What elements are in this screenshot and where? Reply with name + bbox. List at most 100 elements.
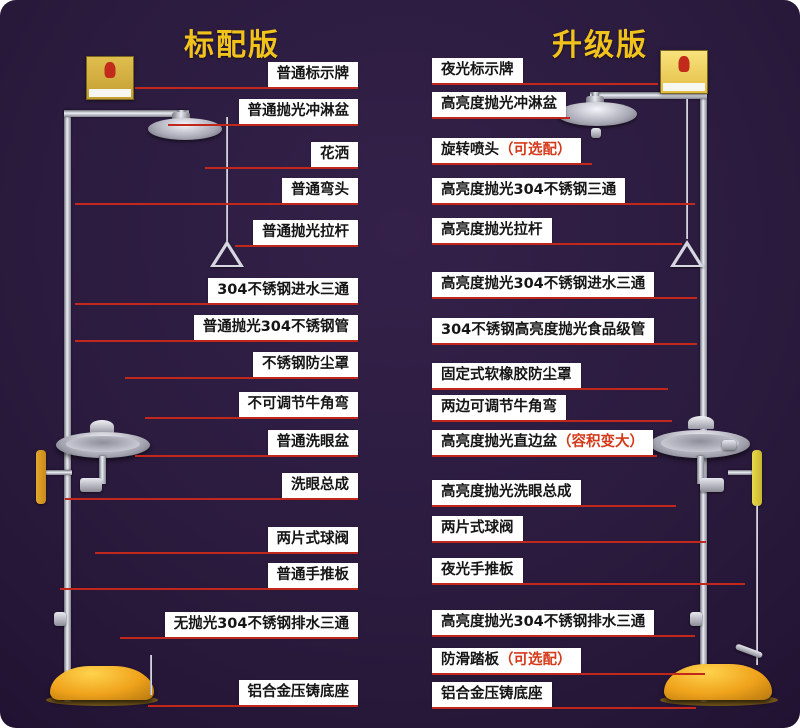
drain-tee bbox=[54, 612, 66, 626]
pedal-linkage-rod bbox=[756, 505, 758, 665]
support-pole bbox=[64, 110, 71, 702]
part-label: 高亮度抛光冲淋盆 bbox=[432, 92, 566, 117]
leader-line bbox=[432, 388, 668, 390]
part-label: 普通抛光拉杆 bbox=[253, 220, 358, 245]
pull-handle-triangle bbox=[210, 240, 244, 267]
part-label: 高亮度抛光304不锈钢三通 bbox=[432, 178, 626, 203]
leader-line bbox=[95, 552, 358, 554]
sign-board bbox=[86, 56, 134, 100]
leader-line bbox=[432, 420, 672, 422]
leader-line bbox=[432, 707, 696, 709]
push-paddle bbox=[36, 450, 46, 504]
drain-spout bbox=[150, 655, 152, 695]
part-label: 304不锈钢进水三通 bbox=[208, 278, 358, 303]
part-label: 不锈钢防尘罩 bbox=[253, 352, 358, 377]
part-label: 304不锈钢高亮度抛光食品级管 bbox=[432, 318, 655, 343]
leader-line bbox=[60, 588, 358, 590]
leader-line bbox=[235, 245, 358, 247]
eyewash-bowl-inner bbox=[66, 436, 140, 452]
leader-line bbox=[432, 243, 682, 245]
part-label: 普通手推板 bbox=[267, 563, 358, 588]
part-label: 两边可调节牛角弯 bbox=[432, 395, 566, 420]
leader-line bbox=[432, 163, 592, 165]
paddle-rod bbox=[728, 470, 756, 475]
part-label: 固定式软橡胶防尘罩 bbox=[432, 363, 581, 388]
part-label: 两片式球阀 bbox=[432, 516, 523, 541]
shower-head bbox=[148, 118, 222, 140]
bowl-stem bbox=[99, 456, 106, 484]
part-label: 铝合金压铸底座 bbox=[432, 682, 552, 707]
leader-line bbox=[75, 203, 358, 205]
part-label: 高亮度抛光304不锈钢排水三通 bbox=[432, 610, 655, 635]
part-label: 普通抛光冲淋盆 bbox=[238, 99, 358, 124]
sign-strip bbox=[663, 83, 705, 91]
leader-line bbox=[432, 83, 658, 85]
bowl-stem bbox=[697, 456, 704, 484]
shower-pictogram-icon bbox=[678, 56, 690, 72]
top-pipe bbox=[64, 110, 189, 117]
leader-line bbox=[145, 417, 358, 419]
part-label: 防滑踏板（可选配） bbox=[432, 648, 581, 673]
drain-tee bbox=[690, 612, 702, 626]
shower-cap bbox=[586, 96, 604, 104]
support-pole bbox=[700, 92, 707, 702]
part-label: 花洒 bbox=[311, 142, 358, 167]
part-label: 普通抛光304不锈钢管 bbox=[193, 315, 358, 340]
dust-cover bbox=[688, 416, 714, 429]
part-label: 夜光标示牌 bbox=[432, 58, 523, 83]
leader-line bbox=[205, 167, 358, 169]
part-label: 高亮度抛光304不锈钢进水三通 bbox=[432, 272, 655, 297]
leader-line bbox=[75, 303, 358, 305]
eyewash-bowl-inner bbox=[661, 434, 739, 452]
pull-rod bbox=[686, 99, 688, 239]
leader-line bbox=[135, 455, 358, 457]
leader-line bbox=[432, 455, 657, 457]
part-label: 无抛光304不锈钢排水三通 bbox=[164, 612, 358, 637]
part-label: 普通洗眼盆 bbox=[267, 430, 358, 455]
leader-line bbox=[432, 673, 705, 675]
pull-rod bbox=[226, 117, 228, 241]
base bbox=[50, 666, 154, 700]
shower-cap bbox=[172, 112, 190, 120]
part-label: 铝合金压铸底座 bbox=[238, 680, 358, 705]
leader-line bbox=[432, 583, 745, 585]
part-label: 普通标示牌 bbox=[267, 62, 358, 87]
part-label: 高亮度抛光洗眼总成 bbox=[432, 480, 581, 505]
ball-valve bbox=[80, 478, 102, 492]
left-title: 标配版 bbox=[184, 28, 280, 63]
part-label: 不可调节牛角弯 bbox=[238, 392, 358, 417]
leader-line bbox=[432, 635, 695, 637]
leader-line bbox=[432, 117, 570, 119]
dust-cover bbox=[90, 420, 114, 433]
adjustable-horn-bend bbox=[722, 440, 736, 450]
leader-line bbox=[135, 87, 358, 89]
part-label: 普通弯头 bbox=[282, 178, 358, 203]
shower-pictogram-icon bbox=[104, 62, 116, 78]
leader-line bbox=[65, 498, 358, 500]
shower-head bbox=[557, 102, 637, 126]
leader-line bbox=[432, 297, 697, 299]
sign-board bbox=[660, 50, 708, 94]
part-label: 高亮度抛光拉杆 bbox=[432, 218, 552, 243]
ball-valve bbox=[700, 478, 724, 492]
leader-line bbox=[148, 705, 358, 707]
rotating-nozzle bbox=[591, 128, 601, 138]
part-label: 夜光手推板 bbox=[432, 558, 523, 583]
push-paddle bbox=[752, 450, 762, 506]
part-label: 洗眼总成 bbox=[282, 473, 358, 498]
part-label: 旋转喷头（可选配） bbox=[432, 138, 581, 163]
base bbox=[664, 664, 772, 700]
leader-line bbox=[432, 203, 695, 205]
top-pipe bbox=[590, 92, 707, 99]
leader-line bbox=[432, 343, 697, 345]
part-label: 高亮度抛光直边盆（容积变大） bbox=[432, 430, 653, 455]
sign-strip bbox=[89, 89, 131, 97]
leader-line bbox=[168, 124, 358, 126]
anti-slip-pedal bbox=[734, 643, 764, 659]
right-title: 升级版 bbox=[552, 28, 648, 63]
part-label: 两片式球阀 bbox=[267, 527, 358, 552]
leader-line bbox=[432, 505, 676, 507]
leader-line bbox=[75, 340, 358, 342]
leader-line bbox=[120, 637, 358, 639]
